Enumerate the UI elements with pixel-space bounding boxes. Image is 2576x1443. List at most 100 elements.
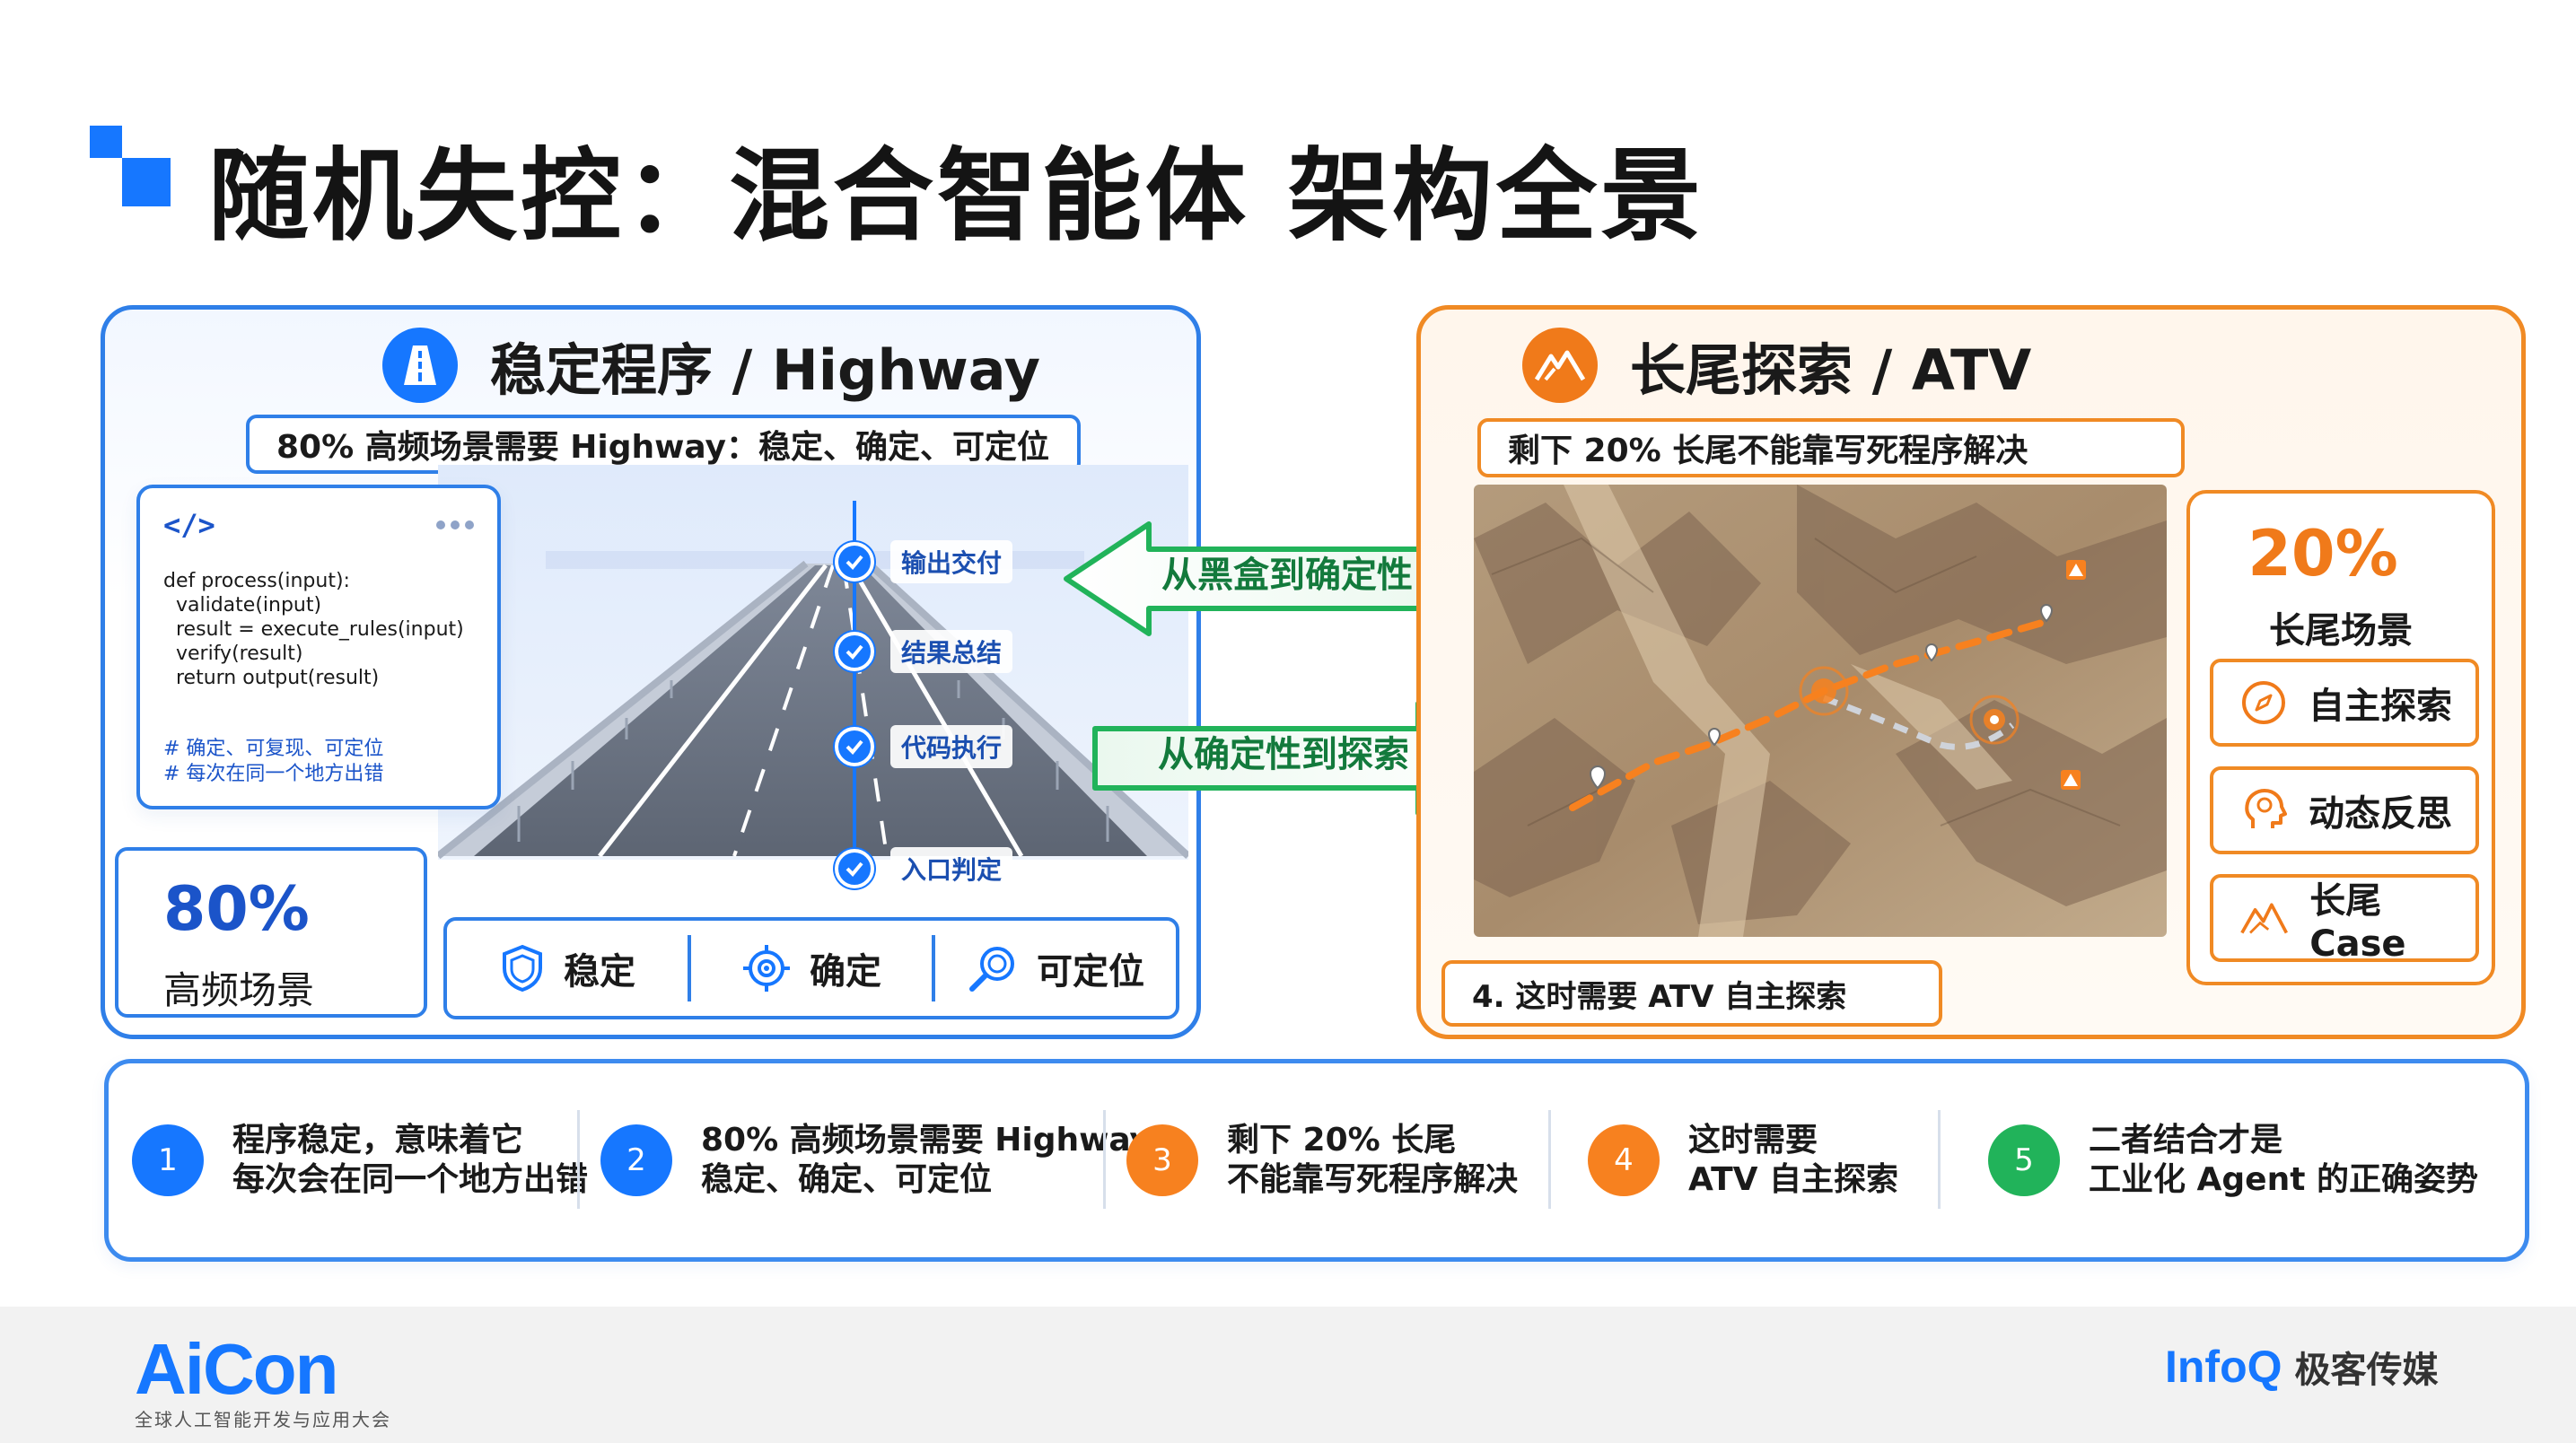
atv-caption: 4. 这时需要 ATV 自主探索	[1441, 960, 1942, 1027]
property-stable: 稳定	[447, 937, 688, 1000]
summary-line: 每次会在同一个地方出错	[232, 1161, 589, 1198]
check-icon	[835, 542, 874, 582]
summary-line: 剩下 20% 长尾	[1227, 1122, 1457, 1159]
terrain-map	[1474, 485, 2167, 937]
property-deterministic: 确定	[691, 937, 932, 1000]
chip-label: 自主探索	[2309, 686, 2452, 727]
divider	[1103, 1110, 1106, 1209]
shield-icon	[503, 944, 542, 993]
highway-subtitle-text: 80% 高频场景需要 Highway：稳定、确定、可定位	[276, 429, 1050, 466]
infoq-logo: InfoQ 极客传媒	[2165, 1341, 2439, 1393]
check-icon	[835, 727, 874, 766]
target-marker-icon	[1799, 666, 1849, 716]
chip-long-tail-case: 长尾 Case	[2210, 874, 2479, 965]
window-dots-icon	[436, 520, 474, 529]
summary-text: 二者结合才是工业化 Agent 的正确姿势	[2089, 1121, 2478, 1200]
step-label: 输出交付	[890, 540, 1013, 583]
divider	[688, 935, 691, 1001]
aicon-logo-subtitle: 全球人工智能开发与应用大会	[135, 1409, 391, 1430]
summary-line: 稳定、确定、可定位	[701, 1161, 993, 1198]
step-label: 代码执行	[890, 725, 1013, 768]
summary-bar: 1 程序稳定，意味着它每次会在同一个地方出错 2 80% 高频场景需要 High…	[104, 1059, 2529, 1262]
compass-icon	[2242, 681, 2285, 724]
code-comment: # 每次在同一个地方出错	[163, 763, 384, 785]
highway-panel-header: 稳定程序 / Highway	[382, 325, 1040, 406]
check-icon	[835, 849, 874, 888]
summary-item-3: 3 剩下 20% 长尾不能靠写死程序解决	[1126, 1063, 1518, 1257]
summary-line: 工业化 Agent 的正确姿势	[2089, 1161, 2478, 1198]
highway-heading: 稳定程序 / Highway	[490, 337, 1041, 403]
stat-value: 80%	[163, 874, 310, 945]
code-lines: def process(input): validate(input) resu…	[163, 569, 474, 690]
code-card: </> def process(input): validate(input) …	[136, 485, 501, 809]
property-label: 可定位	[1037, 951, 1144, 993]
target-marker-icon	[1969, 695, 2020, 745]
code-line: def process(input):	[163, 570, 350, 592]
step-number-badge: 1	[132, 1124, 204, 1196]
highway-illustration	[438, 465, 1188, 860]
step-output: 输出交付	[835, 540, 1013, 583]
page-title: 随机失控：混合智能体 架构全景	[208, 138, 1704, 255]
property-label: 稳定	[564, 951, 635, 993]
code-line: result = execute_rules(input)	[163, 618, 464, 641]
summary-item-5: 5 二者结合才是工业化 Agent 的正确姿势	[1988, 1063, 2478, 1257]
stat-label: 高频场景	[163, 968, 315, 1012]
step-label: 结果总结	[890, 630, 1013, 673]
summary-line: 这时需要	[1688, 1122, 1818, 1159]
step-execute: 代码执行	[835, 725, 1013, 768]
step-number-badge: 2	[600, 1124, 672, 1196]
infoq-logo-text: InfoQ	[2165, 1342, 2282, 1392]
high-frequency-stat: 80% 高频场景	[115, 847, 427, 1018]
atv-panel-header: 长尾探索 / ATV	[1522, 325, 2031, 406]
warning-sign-icon	[2061, 770, 2081, 790]
atv-caption-text: 4. 这时需要 ATV 自主探索	[1472, 978, 1847, 1015]
stat-label: 长尾场景	[2269, 610, 2413, 652]
chip-label: 动态反思	[2309, 793, 2452, 835]
road-icon	[382, 328, 458, 403]
code-line: return output(result)	[163, 667, 380, 689]
step-number-badge: 4	[1588, 1124, 1660, 1196]
atv-heading: 长尾探索 / ATV	[1630, 337, 2032, 403]
mountain-badge-icon	[1522, 328, 1598, 403]
footer	[0, 1307, 2576, 1443]
summary-line: 程序稳定，意味着它	[232, 1122, 524, 1159]
divider	[932, 935, 935, 1001]
step-entry: 入口判定	[835, 847, 1013, 890]
arrow-to-determinism-label: 从黑盒到确定性	[1161, 555, 1413, 596]
divider	[577, 1110, 580, 1209]
property-bar: 稳定 确定 可定位	[443, 917, 1179, 1019]
stat-value: 20%	[2247, 517, 2398, 590]
step-number-badge: 5	[1988, 1124, 2060, 1196]
chip-autonomous-exploration: 自主探索	[2210, 659, 2479, 747]
summary-line: 二者结合才是	[2089, 1122, 2283, 1159]
summary-item-1: 1 程序稳定，意味着它每次会在同一个地方出错	[132, 1063, 588, 1257]
summary-text: 程序稳定，意味着它每次会在同一个地方出错	[232, 1121, 588, 1200]
divider	[1548, 1110, 1551, 1209]
target-icon	[743, 945, 790, 992]
atv-subtitle-text: 剩下 20% 长尾不能靠写死程序解决	[1508, 433, 2028, 469]
magnifier-icon	[969, 947, 1014, 992]
mountain-icon	[2240, 903, 2289, 934]
code-tag-icon: </>	[163, 508, 215, 542]
head-gear-icon	[2245, 789, 2287, 828]
atv-subtitle: 剩下 20% 长尾不能靠写死程序解决	[1477, 418, 2185, 477]
chip-dynamic-reflection: 动态反思	[2210, 766, 2479, 854]
step-summary: 结果总结	[835, 630, 1013, 673]
warning-sign-icon	[2066, 560, 2086, 580]
property-locatable: 可定位	[935, 937, 1176, 1000]
aicon-logo-text: AiCon	[135, 1329, 339, 1409]
property-label: 确定	[810, 951, 881, 993]
highway-subtitle: 80% 高频场景需要 Highway：稳定、确定、可定位	[246, 415, 1081, 474]
aicon-logo: AiCon 全球人工智能开发与应用大会	[135, 1328, 391, 1431]
step-label: 入口判定	[890, 847, 1013, 890]
chip-label: 长尾 Case	[2309, 880, 2406, 965]
infoq-logo-cn: 极客传媒	[2294, 1350, 2439, 1391]
check-icon	[835, 632, 874, 671]
title-decoration-icon	[90, 126, 176, 212]
code-comments: # 确定、可复现、可定位# 每次在同一个地方出错	[163, 737, 474, 787]
summary-line: 不能靠写死程序解决	[1227, 1161, 1519, 1198]
